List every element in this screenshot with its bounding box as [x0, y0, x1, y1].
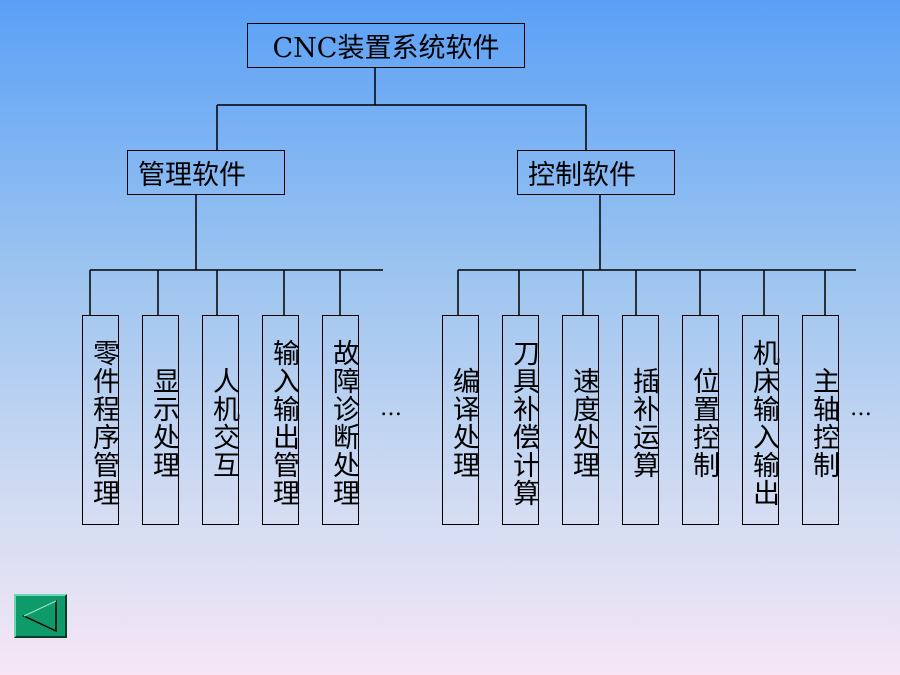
leaf-interpolation: 插补运算: [622, 315, 659, 525]
leaf-spindle-control: 主轴控制: [802, 315, 839, 525]
more-items-ellipsis: …: [380, 396, 405, 421]
management-software-node: 管理软件: [127, 150, 285, 195]
leaf-tool-compensation: 刀具补偿计算: [502, 315, 539, 525]
back-button[interactable]: [14, 594, 67, 638]
leaf-display-processing: 显示处理: [142, 315, 179, 525]
root-node: CNC装置系统软件: [247, 23, 525, 68]
leaf-position-control: 位置控制: [682, 315, 719, 525]
control-software-label: 控制软件: [528, 160, 636, 191]
leaf-io-management: 输入输出管理: [262, 315, 299, 525]
leaf-fault-diagnosis: 故障诊断处理: [322, 315, 359, 525]
leaf-compile-processing: 编译处理: [442, 315, 479, 525]
leaf-machine-io: 机床输入输出: [742, 315, 779, 525]
management-software-label: 管理软件: [138, 160, 246, 191]
leaf-part-program-management: 零件程序管理: [82, 315, 119, 525]
root-node-label: CNC装置系统软件: [272, 33, 500, 64]
leaf-human-machine-interaction: 人机交互: [202, 315, 239, 525]
leaf-speed-processing: 速度处理: [562, 315, 599, 525]
triangle-left-icon: [22, 599, 57, 633]
control-software-node: 控制软件: [517, 150, 675, 195]
more-items-ellipsis: …: [850, 396, 875, 421]
